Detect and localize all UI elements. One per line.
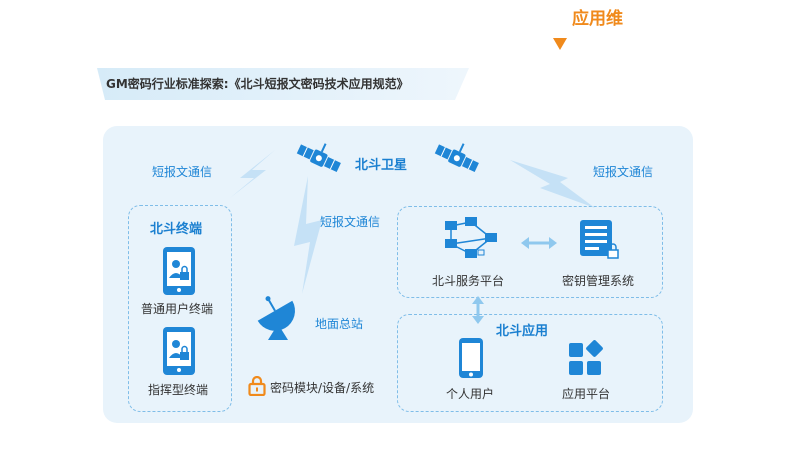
terminals-group [128, 205, 232, 412]
arrow-down-icon [553, 38, 567, 50]
lightning-bolt-right-icon [510, 160, 595, 208]
crypto-module-label: 密码模块/设备/系统 [270, 381, 375, 395]
tablet-user-icon [163, 247, 195, 295]
satellite-dish-icon [257, 296, 295, 340]
platform-group [397, 206, 663, 298]
app-item-label: 应用平台 [562, 387, 611, 401]
key-management-label: 密钥管理系统 [562, 274, 635, 288]
terminal-item-label: 普通用户终端 [141, 302, 214, 316]
vertical-double-arrow-icon [472, 296, 484, 324]
satellite-label: 北斗卫星 [355, 158, 408, 173]
lock-icon [248, 376, 266, 396]
satellite-icon [434, 143, 479, 173]
server-lock-icon [580, 220, 619, 259]
terminal-item-label: 指挥型终端 [148, 383, 209, 397]
phone-icon [459, 338, 483, 378]
lightning-bolt-middle-icon [294, 176, 322, 294]
ground-station-label: 地面总站 [315, 317, 364, 331]
terminals-title: 北斗终端 [150, 222, 203, 237]
app-grid-icon [569, 340, 603, 375]
apps-title: 北斗应用 [496, 324, 549, 339]
tablet-user-icon [163, 327, 195, 375]
network-nodes-icon [445, 217, 497, 258]
sms-label-middle: 短报文通信 [320, 215, 381, 229]
banner-title: GM密码行业标准探索:《北斗短报文密码技术应用规范》 [106, 77, 409, 91]
sms-label-left: 短报文通信 [152, 165, 213, 179]
service-platform-label: 北斗服务平台 [432, 274, 505, 288]
apps-group [397, 314, 663, 412]
lightning-bolt-left-icon [230, 150, 275, 198]
app-item-label: 个人用户 [446, 387, 495, 401]
sms-label-right: 短报文通信 [593, 165, 654, 179]
banner-background [97, 68, 469, 100]
satellite-icon [296, 143, 341, 173]
top-label: 应用维 [572, 9, 623, 29]
double-arrow-icon [521, 237, 557, 249]
